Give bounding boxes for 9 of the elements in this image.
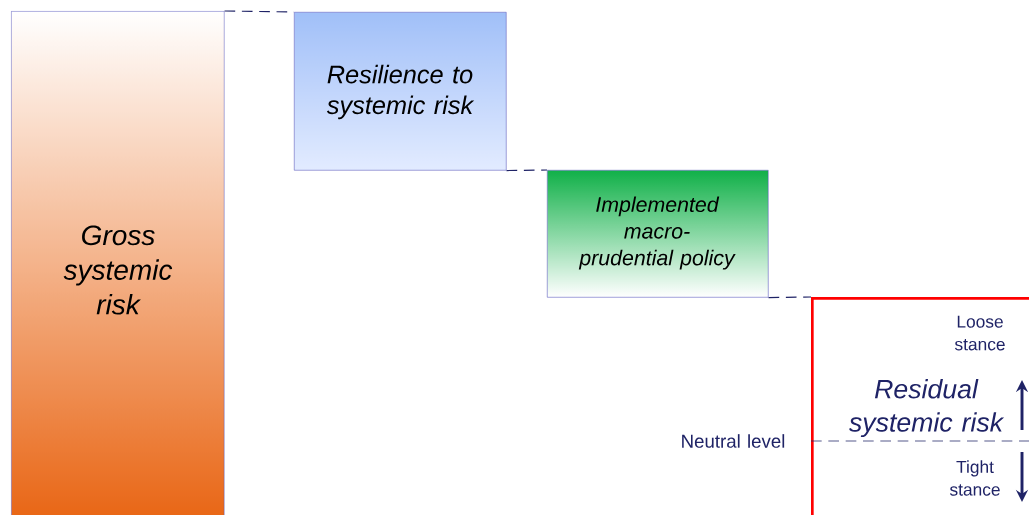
resilience-box: Resilience to systemic risk [294, 12, 507, 171]
connector-line [223, 10, 295, 13]
connector-line [767, 296, 812, 299]
policy-box: Implemented macro-prudential policy [547, 170, 769, 298]
stance-label: Neutral level [682, 434, 785, 448]
stance-label: Tight stance [949, 460, 1000, 496]
connector-line [505, 169, 548, 172]
gross-risk-bar: Gross systemic risk [11, 11, 225, 515]
stance-label: Loose stance [954, 315, 1005, 351]
